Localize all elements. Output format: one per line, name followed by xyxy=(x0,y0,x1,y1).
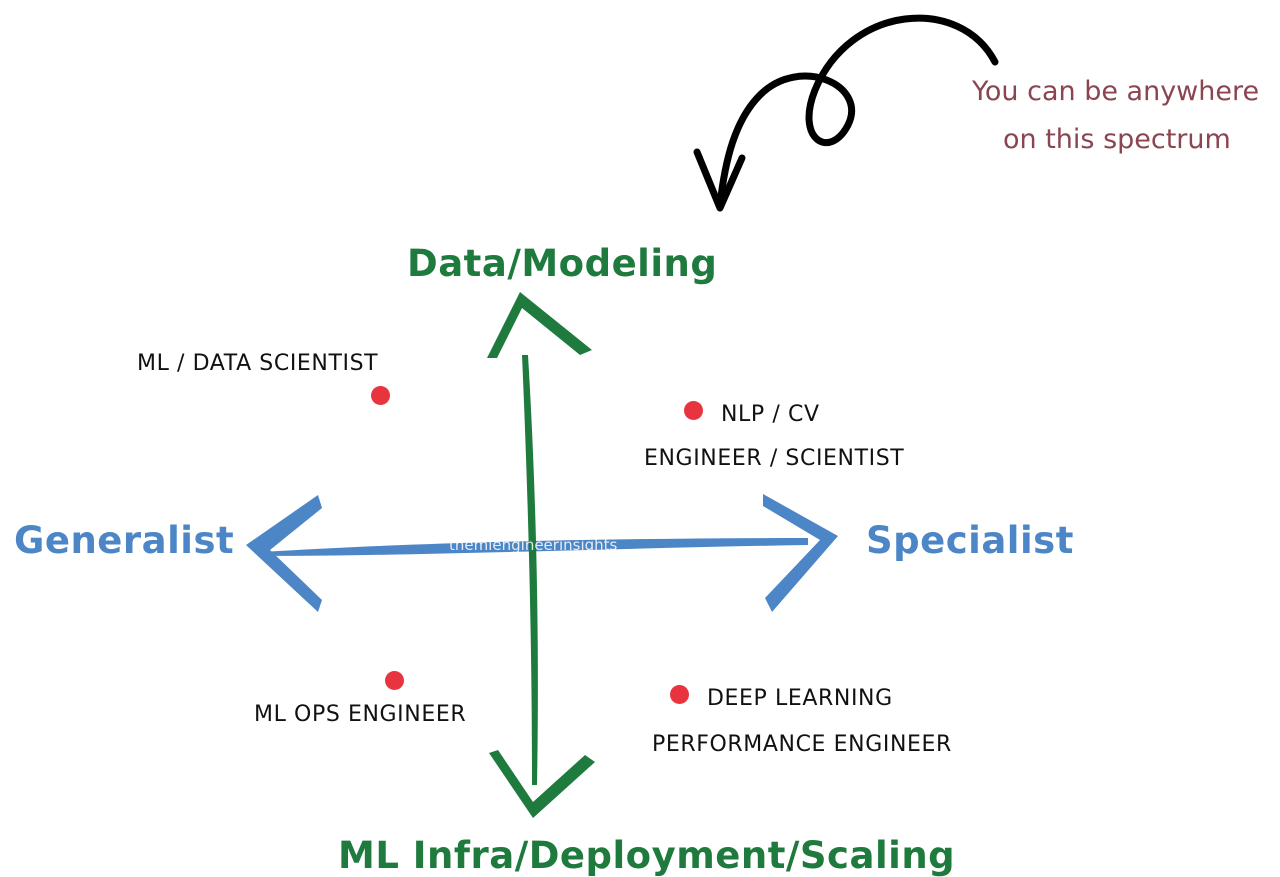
dot-deep-learning xyxy=(670,685,689,704)
role-deep-learning-line-2: PERFORMANCE ENGINEER xyxy=(652,732,952,757)
callout-arrow xyxy=(693,14,999,212)
watermark-text: themlengineerinsights xyxy=(449,536,618,554)
axis-label-right: Specialist xyxy=(866,519,1074,562)
vertical-axis xyxy=(487,292,595,818)
role-ml-ops-engineer: ML OPS ENGINEER xyxy=(254,702,467,727)
callout-line-2: on this spectrum xyxy=(1003,124,1231,155)
left-arrowhead xyxy=(246,495,322,612)
axis-label-bottom: ML Infra/Deployment/Scaling xyxy=(338,834,956,877)
diagram-canvas xyxy=(246,14,999,818)
role-nlp-cv-line-2: ENGINEER / SCIENTIST xyxy=(644,446,905,471)
axis-label-left: Generalist xyxy=(14,519,235,562)
dot-ml-data-scientist xyxy=(371,386,390,405)
role-ml-data-scientist: ML / DATA SCIENTIST xyxy=(137,351,379,376)
role-nlp-cv-line-1: NLP / CV xyxy=(721,402,820,427)
role-deep-learning-line-1: DEEP LEARNING xyxy=(707,686,893,711)
right-arrowhead xyxy=(763,494,838,612)
top-arrowhead xyxy=(487,292,592,358)
callout-line-1: You can be anywhere xyxy=(972,76,1260,107)
dot-nlp-cv xyxy=(684,401,703,420)
dot-ml-ops xyxy=(385,671,404,690)
bottom-arrowhead xyxy=(489,750,595,818)
axis-label-top: Data/Modeling xyxy=(407,242,718,285)
